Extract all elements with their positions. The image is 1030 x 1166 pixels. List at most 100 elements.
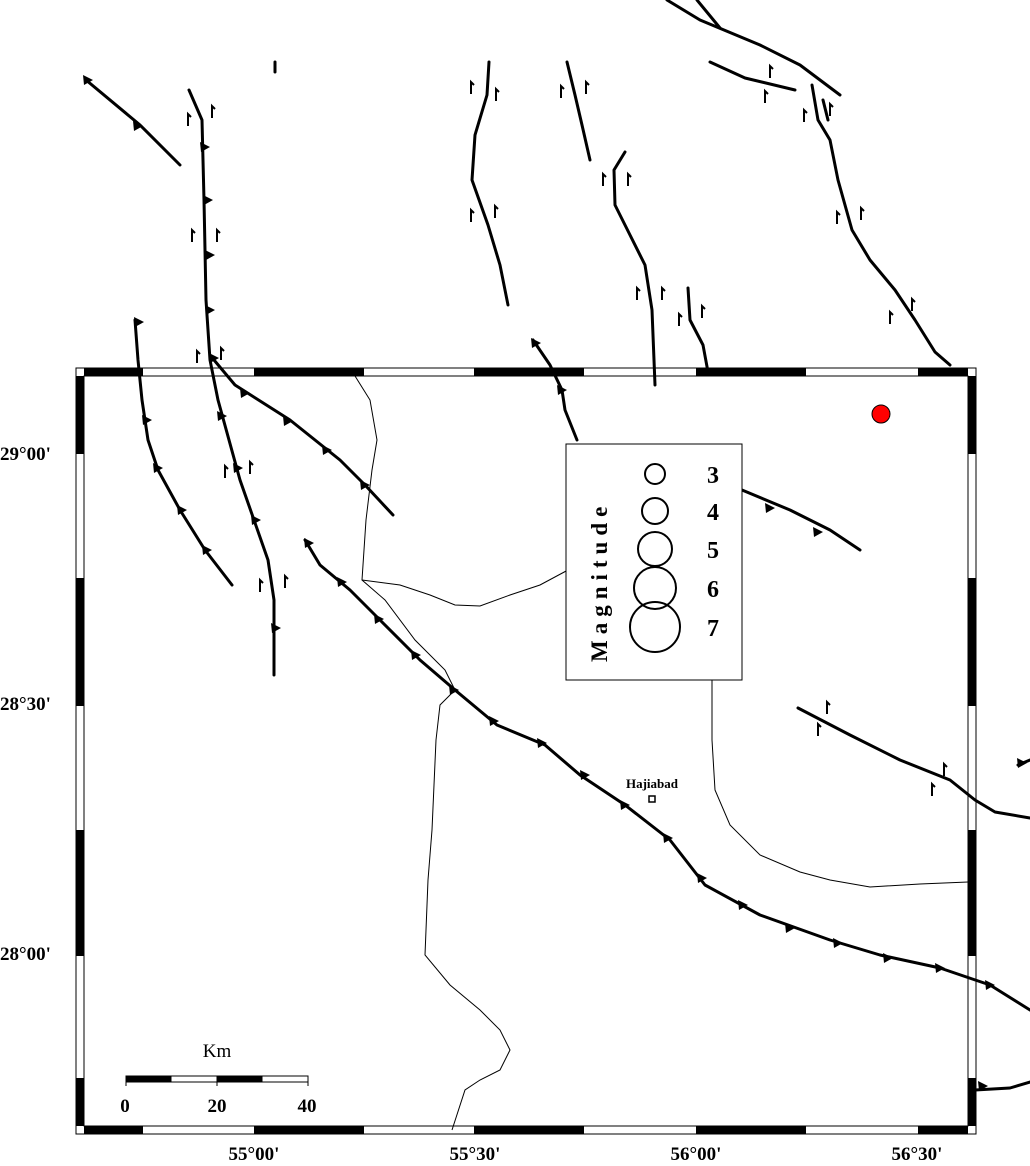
thrust-tooth <box>177 505 187 515</box>
scale-tick-label: 20 <box>208 1096 227 1117</box>
frame-block <box>76 578 84 706</box>
thrust-tooth <box>217 411 227 421</box>
thrust-tooth <box>1017 758 1027 768</box>
strike-slip-arrow <box>769 63 774 78</box>
thrust-tooth <box>205 250 215 260</box>
fault-line <box>821 98 830 122</box>
thrust-tooth <box>271 623 281 633</box>
thrust-tooth <box>202 545 212 555</box>
legend-circle <box>644 463 666 485</box>
strike-slip-arrow <box>211 103 216 118</box>
frame-block <box>76 830 84 956</box>
frame-block <box>254 368 364 376</box>
thrust-tooth <box>153 463 163 473</box>
frame-block <box>696 368 806 376</box>
legend-circle <box>641 497 669 525</box>
legend-title: Magnitude <box>587 501 612 662</box>
fault-line <box>708 60 797 92</box>
thrust-tooth <box>337 577 347 587</box>
legend-circle <box>629 601 681 653</box>
frame-block <box>918 1126 968 1134</box>
fault-line <box>686 286 710 374</box>
thrust-tooth <box>83 75 93 85</box>
fault-line <box>665 0 842 97</box>
thrust-tooth <box>360 480 370 490</box>
fault-line <box>531 338 579 442</box>
fault-line <box>470 60 510 307</box>
strike-slip-arrow <box>701 303 706 318</box>
thrust-tooth <box>322 445 332 455</box>
strike-slip-arrow <box>196 348 201 363</box>
strike-slip-arrow <box>817 721 822 736</box>
frame-block <box>918 368 968 376</box>
strike-slip-arrow <box>470 207 475 222</box>
thrust-tooth <box>449 685 459 695</box>
strike-slip-arrow <box>284 573 289 588</box>
strike-slip-arrow <box>627 171 632 186</box>
thrust-tooth <box>985 980 995 990</box>
thrust-tooth <box>233 463 243 473</box>
fault-line <box>187 88 276 677</box>
thrust-tooth <box>537 738 547 748</box>
thrust-tooth <box>663 833 673 843</box>
strike-slip-symbols <box>187 63 948 796</box>
latitude-labels: 29°00'28°30'28°00' <box>0 444 51 965</box>
strike-slip-arrow <box>602 171 607 186</box>
thrust-tooth <box>580 770 590 780</box>
province-boundaries <box>354 375 969 1131</box>
fault-line <box>133 318 234 587</box>
boundary-line <box>354 375 511 1131</box>
strike-slip-arrow <box>661 285 666 300</box>
strike-slip-arrow <box>803 107 808 122</box>
legend-magnitude-label: 5 <box>707 538 719 564</box>
longitude-label: 56°30' <box>892 1144 943 1165</box>
thrust-tooth <box>557 385 567 395</box>
strike-slip-arrow <box>678 311 683 326</box>
boundary-line <box>711 680 969 888</box>
frame-block <box>76 376 84 454</box>
thrust-tooth <box>209 353 219 363</box>
thrust-tooth <box>833 938 843 948</box>
strike-slip-arrow <box>220 345 225 360</box>
scale-unit-label: Km <box>203 1041 232 1062</box>
fault-line <box>612 150 657 387</box>
thrust-tooth <box>738 900 748 910</box>
frame-block <box>474 368 584 376</box>
thrust-tooth <box>142 415 152 425</box>
strike-slip-arrow <box>931 781 936 796</box>
boundary-line <box>361 569 569 607</box>
strike-slip-arrow <box>826 699 831 714</box>
thrust-tooth <box>205 305 215 315</box>
strike-slip-arrow <box>636 285 641 300</box>
thrust-tooth <box>765 503 775 513</box>
strike-slip-arrow <box>249 459 254 474</box>
city-marker: Hajiabad <box>626 776 679 803</box>
strike-slip-arrow <box>560 83 565 98</box>
strike-slip-arrow <box>889 309 894 324</box>
frame-block <box>84 368 143 376</box>
strike-slip-arrow <box>259 577 264 592</box>
fault-line <box>796 706 1030 820</box>
strike-slip-arrow <box>911 296 916 311</box>
longitude-labels: 55°00'55°30'56°00'56°30' <box>229 1144 943 1165</box>
thrust-tooth <box>251 515 261 525</box>
legend-magnitude-label: 6 <box>707 577 719 603</box>
strike-slip-arrow <box>224 463 229 478</box>
thrust-tooth <box>531 338 541 348</box>
fault-line <box>84 78 182 167</box>
city-label: Hajiabad <box>626 776 679 791</box>
thrust-tooth <box>697 873 707 883</box>
strike-slip-arrow <box>585 79 590 94</box>
strike-slip-arrow <box>216 227 221 242</box>
thrust-tooth <box>978 1081 988 1091</box>
strike-slip-arrow <box>495 86 500 101</box>
frame-block <box>696 1126 806 1134</box>
legend-magnitude-label: 3 <box>707 463 719 489</box>
fault-line <box>212 358 395 517</box>
thrust-tooth <box>489 716 499 726</box>
longitude-label: 55°00' <box>229 1144 280 1165</box>
strike-slip-arrow <box>494 203 499 218</box>
frame-block <box>968 830 976 956</box>
